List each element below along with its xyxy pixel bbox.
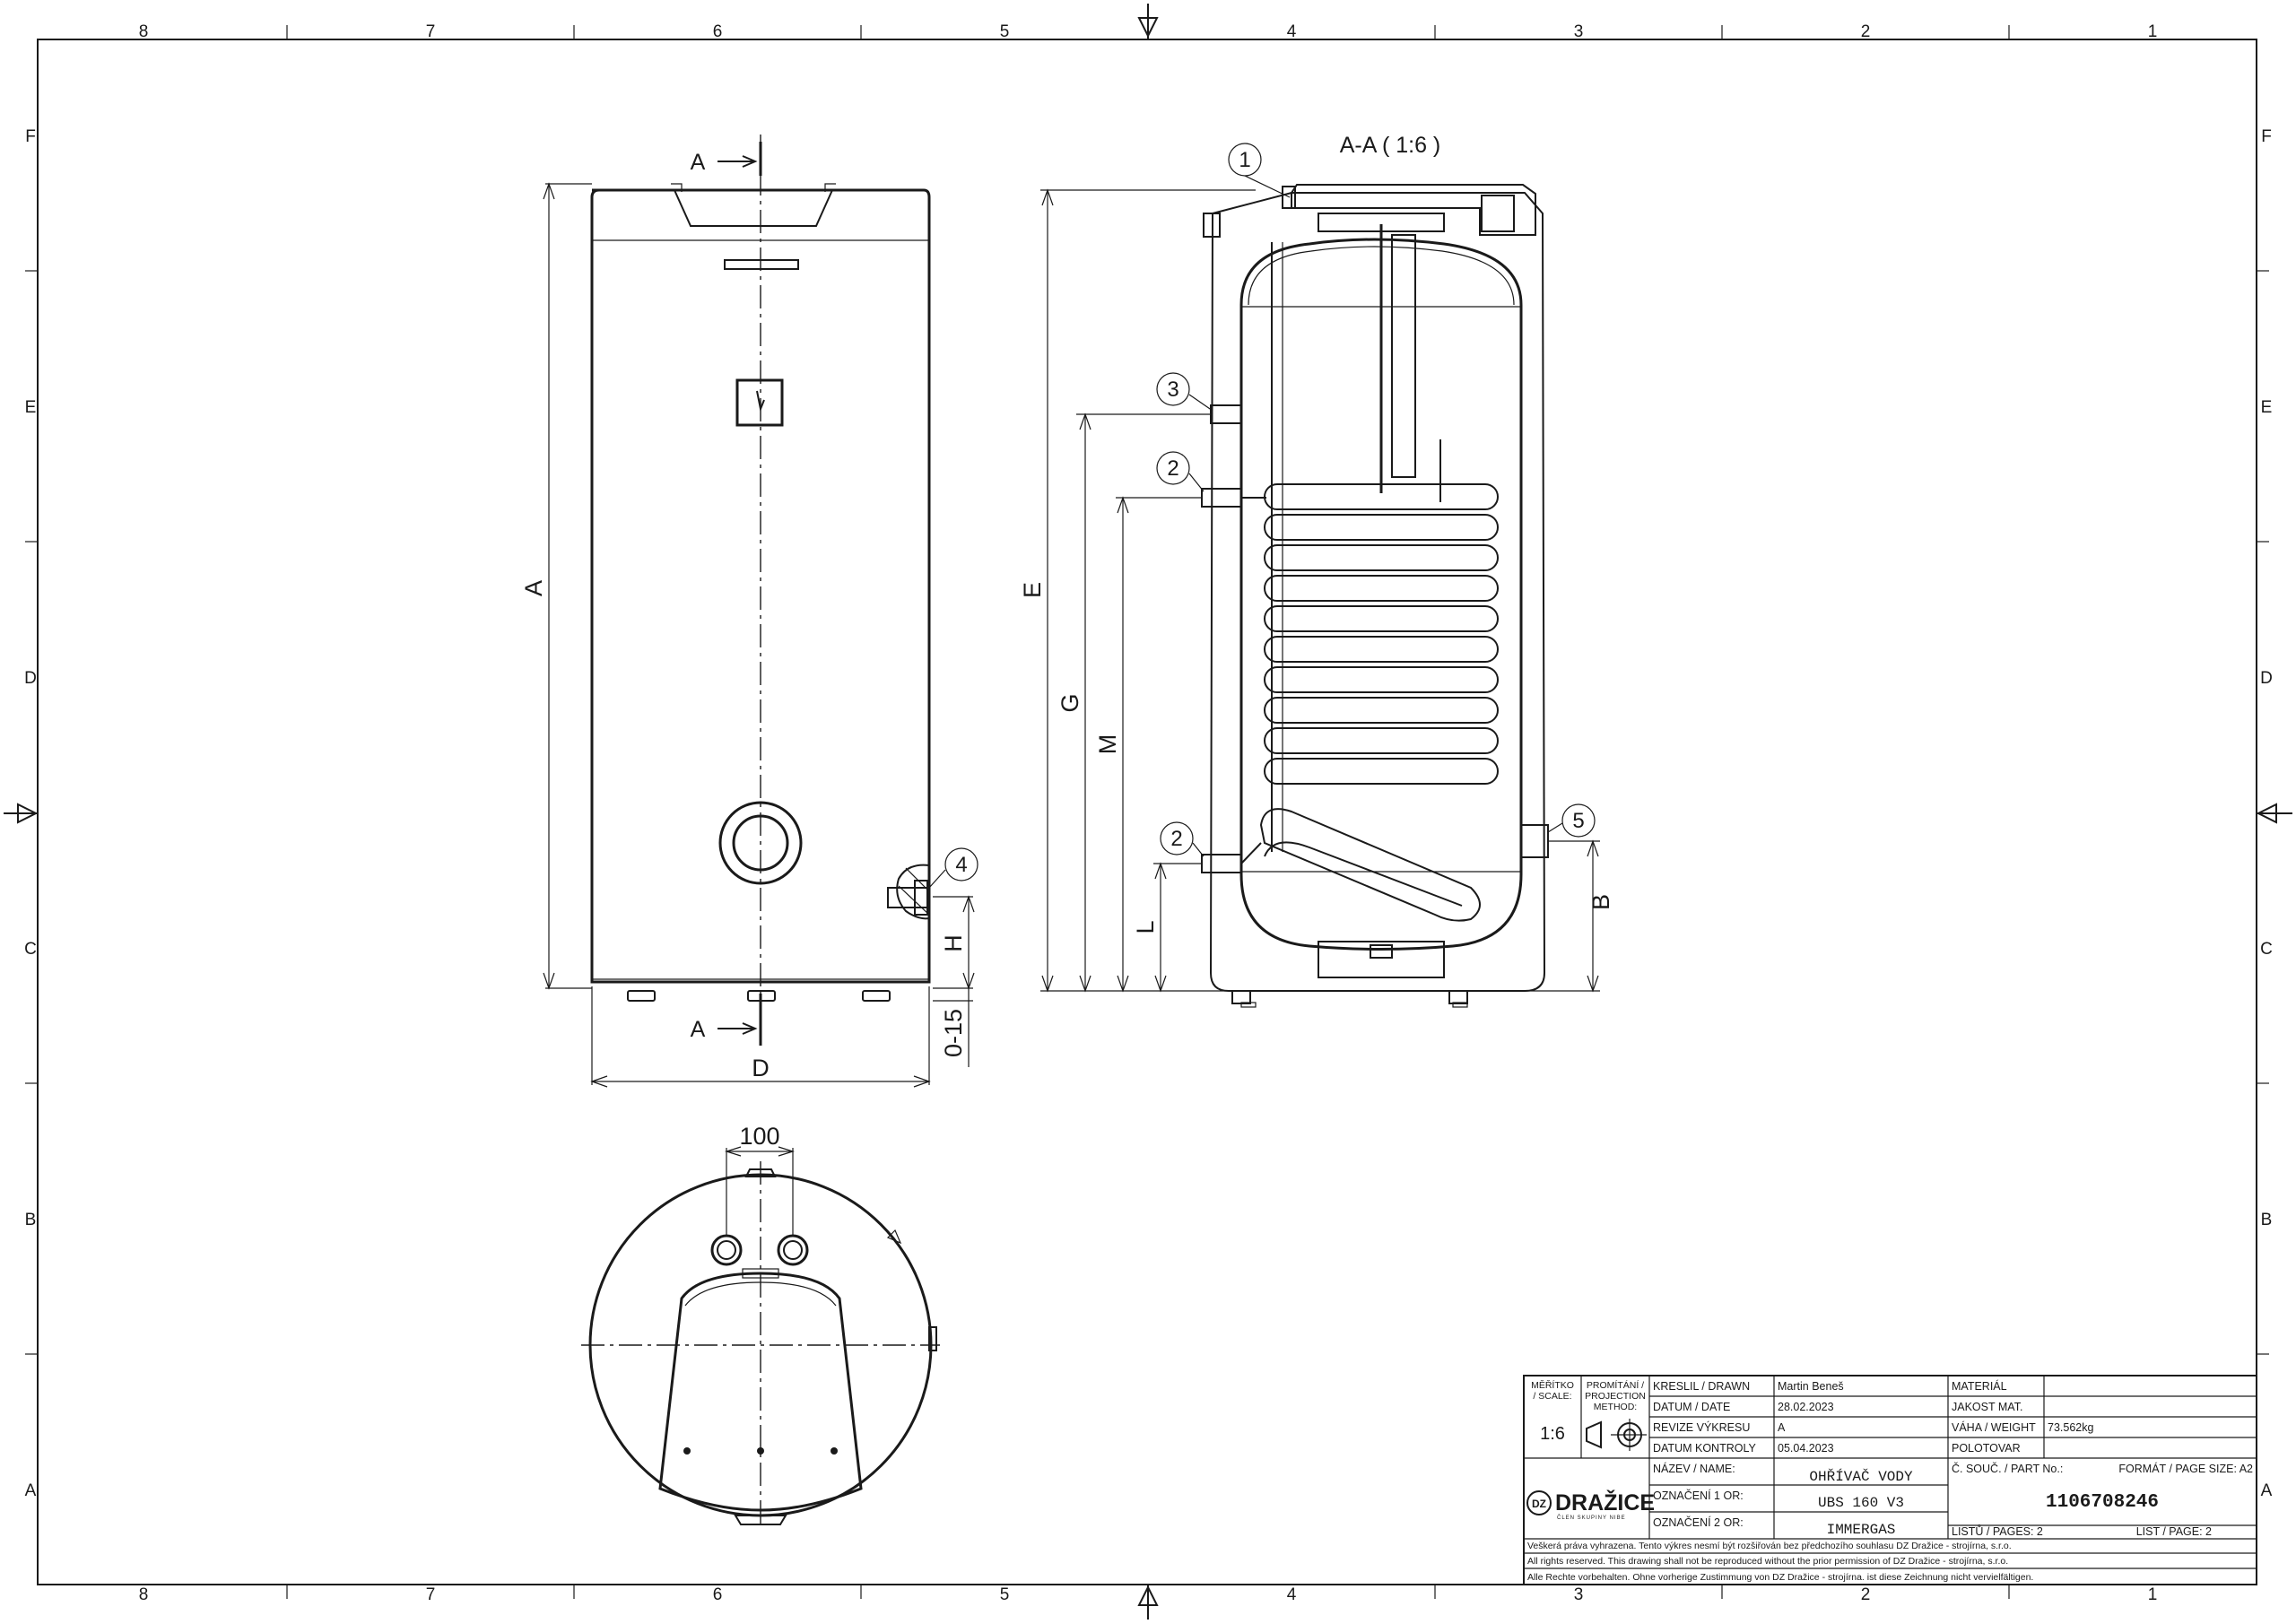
drawn-value: Martin Beneš [1778, 1380, 1844, 1393]
grid-col-label: 7 [426, 1585, 436, 1604]
notice-de: Alle Rechte vorbehalten. Ohne vorherige … [1527, 1572, 2033, 1583]
grid-col-label: 4 [1287, 1585, 1297, 1604]
grid-col-label: 1 [2148, 1585, 2158, 1604]
grid-row-label: A [25, 1481, 37, 1500]
drawn-label: KRESLIL / DRAWN [1653, 1380, 1750, 1393]
grid-row-label: C [2260, 940, 2273, 959]
drawing-frame: 8 7 6 5 4 3 2 1 8 7 6 5 4 3 2 1 F E D C … [4, 4, 2292, 1620]
dimension-label-feet: 0-15 [940, 1009, 967, 1057]
section-title: A-A ( 1:6 ) [1340, 133, 1441, 158]
grid-col-labels-top: 8 7 6 5 4 3 2 1 [139, 22, 2158, 41]
dimension-label-b: B [1587, 894, 1614, 910]
quality-label: JAKOST MAT. [1952, 1401, 2022, 1413]
part-label: Č. SOUČ. / PART No.: [1952, 1462, 2063, 1475]
weight-value: 73.562kg [2048, 1421, 2093, 1434]
notice-cz: Veškerá práva vyhrazena. Tento výkres ne… [1527, 1541, 2012, 1551]
dimension-label-h: H [940, 934, 967, 952]
section-mark-label: A [691, 1017, 706, 1042]
dimension-label-d: D [752, 1055, 770, 1081]
grid-col-labels-bottom: 8 7 6 5 4 3 2 1 [139, 1585, 2158, 1604]
part-number: 1106708246 [2046, 1492, 2159, 1513]
grid-row-label: D [2260, 669, 2273, 688]
dimension-label-100: 100 [739, 1123, 779, 1150]
svg-text:DZ: DZ [1532, 1498, 1546, 1510]
grid-row-label: C [24, 940, 37, 959]
format-label: FORMÁT / PAGE SIZE: A2 [2118, 1462, 2253, 1475]
revision-label: REVIZE VÝKRESU [1653, 1420, 1750, 1434]
page-label: LIST / PAGE: 2 [2136, 1525, 2212, 1538]
mark1-label: OZNAČENÍ 1 OR: [1653, 1489, 1744, 1502]
balloon-1: 1 [1239, 148, 1250, 172]
scale-value: 1:6 [1540, 1424, 1565, 1444]
grid-col-label: 2 [1861, 1585, 1871, 1604]
grid-col-label: 8 [139, 1585, 149, 1604]
section-view-a-a: A-A ( 1:6 ) [1019, 133, 1614, 1008]
grid-row-labels-right: F E D C B A [2260, 127, 2273, 1500]
centering-marks [4, 4, 2292, 1620]
balloon-2: 2 [1167, 456, 1178, 481]
grid-col-label: 1 [2148, 22, 2158, 41]
dz-logo-icon: DZ [1526, 1490, 1552, 1515]
grid-row-label: D [24, 669, 37, 688]
balloon-2: 2 [1170, 827, 1182, 851]
grid-col-label: 3 [1574, 22, 1584, 41]
projection-symbol-icon [1586, 1419, 1647, 1451]
dimension-label-m: M [1094, 734, 1121, 755]
grid-row-labels-left: F E D C B A [24, 127, 37, 1500]
pages-label: LISTŮ / PAGES: 2 [1952, 1524, 2043, 1538]
mark1-value: UBS 160 V3 [1818, 1495, 1904, 1511]
grid-col-label: 6 [713, 1585, 723, 1604]
title-block: MĚŘÍTKO/ SCALE: 1:6 PROMÍTÁNÍ /PROJECTIO… [1523, 1375, 2257, 1585]
row-ticks [25, 270, 2269, 1355]
check-date-label: DATUM KONTROLY [1653, 1442, 1756, 1455]
mark2-label: OZNAČENÍ 2 OR: [1653, 1515, 1744, 1529]
grid-row-label: E [2261, 398, 2273, 417]
grid-col-label: 3 [1574, 1585, 1584, 1604]
revision-value: A [1778, 1421, 1786, 1434]
grid-col-label: 5 [1000, 22, 1010, 41]
name-value: OHŘÍVAČ VODY [1809, 1468, 1913, 1485]
name-label: NÁZEV / NAME: [1653, 1462, 1735, 1475]
company-logo-text: DRAŽICE [1555, 1489, 1655, 1515]
grid-col-label: 8 [139, 22, 149, 41]
notice-en: All rights reserved. This drawing shall … [1527, 1556, 2008, 1567]
material-label: MATERIÁL [1952, 1379, 2007, 1393]
company-logo-sub: ČLEN SKUPINY NIBE [1557, 1515, 1626, 1521]
grid-col-label: 5 [1000, 1585, 1010, 1604]
grid-col-label: 6 [713, 22, 723, 41]
grid-row-label: F [25, 127, 36, 146]
mark2-value: IMMERGAS [1827, 1522, 1896, 1538]
balloon-5: 5 [1572, 809, 1584, 833]
grid-row-label: B [25, 1211, 37, 1229]
column-ticks [286, 25, 2010, 1599]
grid-row-label: A [2261, 1481, 2273, 1500]
grid-col-label: 2 [1861, 22, 1871, 41]
date-label: DATUM / DATE [1653, 1401, 1730, 1413]
blank-label: POLOTOVAR [1952, 1442, 2021, 1455]
dimension-label-e: E [1019, 582, 1046, 598]
heat-exchanger-coil [1259, 483, 1499, 922]
grid-col-label: 4 [1287, 22, 1297, 41]
grid-row-label: F [2261, 127, 2272, 146]
top-view: 100 [581, 1123, 940, 1525]
check-date-value: 05.04.2023 [1778, 1442, 1834, 1455]
balloon-4: 4 [955, 853, 967, 877]
balloon-3: 3 [1167, 378, 1178, 402]
date-value: 28.02.2023 [1778, 1401, 1834, 1413]
scale-label: MĚŘÍTKO/ SCALE: [1531, 1379, 1574, 1402]
grid-row-label: E [25, 398, 37, 417]
dimension-label-a: A [520, 580, 547, 596]
dimension-label-l: L [1132, 920, 1159, 934]
dimension-label-g: G [1057, 693, 1083, 712]
grid-col-label: 7 [426, 22, 436, 41]
section-mark-label: A [691, 150, 706, 175]
front-view: A A A D H 0-15 4 [520, 135, 978, 1088]
grid-row-label: B [2261, 1211, 2273, 1229]
weight-label: VÁHA / WEIGHT [1952, 1420, 2036, 1434]
